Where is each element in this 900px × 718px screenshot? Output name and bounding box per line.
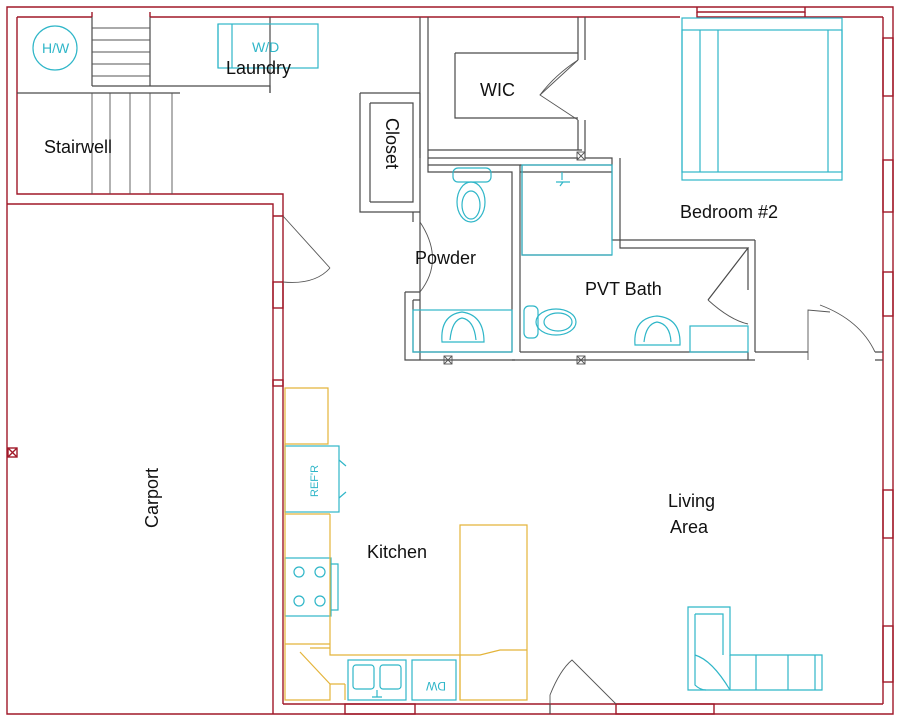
room-label-area: Area: [670, 517, 709, 537]
sink-icon: [347, 659, 407, 701]
water-heater-label: H/W: [42, 40, 70, 56]
bed-icon: [681, 17, 843, 181]
room-label-bedroom: Bedroom #2: [680, 202, 778, 222]
room-label-living: Living: [668, 491, 715, 511]
room-label-kitchen: Kitchen: [367, 542, 427, 562]
tub-icon: [689, 325, 749, 353]
room-label-carport: Carport: [142, 468, 162, 528]
room-label-wic: WIC: [480, 80, 515, 100]
toilet-icon: [523, 305, 577, 339]
kitchen-cabinets: [284, 387, 528, 701]
room-label-closet: Closet: [382, 118, 402, 169]
sink-icon: [634, 315, 681, 346]
room-label-pvt-bath: PVT Bath: [585, 279, 662, 299]
interior-walls: [17, 17, 883, 714]
dishwasher-icon: [411, 659, 457, 701]
refrigerator-label: REF'R: [309, 465, 321, 497]
room-labels: Stairwell Laundry WIC Closet Bedroom #2 …: [44, 58, 778, 562]
shower-icon: [521, 164, 613, 256]
room-label-laundry: Laundry: [226, 58, 291, 78]
fixtures: H/W W/D: [32, 17, 843, 701]
room-label-powder: Powder: [415, 248, 476, 268]
exterior-walls: [6, 6, 894, 715]
dishwasher-label: DW: [425, 679, 446, 693]
toilet-icon: [452, 167, 492, 223]
room-label-stairwell: Stairwell: [44, 137, 112, 157]
sink-icon: [412, 309, 513, 353]
sofa-icon: [687, 606, 823, 691]
washer-dryer-label: W/D: [252, 39, 279, 55]
water-heater-icon: [32, 25, 78, 71]
